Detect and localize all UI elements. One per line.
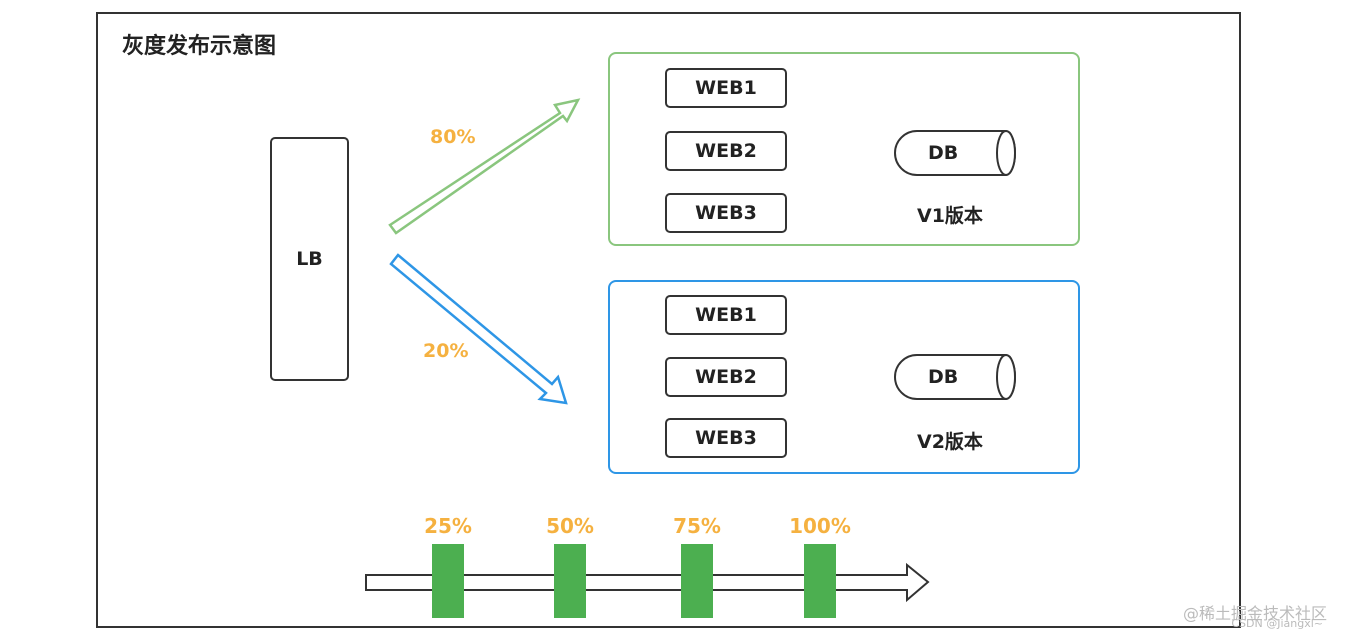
stage-label-50: 50% <box>546 514 594 538</box>
route-label-v1: 80% <box>430 126 476 148</box>
version-group-v2 <box>608 280 1080 474</box>
web-server-v2-3: WEB3 <box>665 418 787 458</box>
web-server-v1-2: WEB2 <box>665 131 787 171</box>
db-label-v2: DB <box>928 366 959 388</box>
db-label-v1: DB <box>928 142 959 164</box>
route-arrow-v1 <box>388 98 581 235</box>
version-label-v1: V1版本 <box>917 205 983 227</box>
diagram-title: 灰度发布示意图 <box>122 34 277 59</box>
db-cylinder-v1 <box>894 130 1016 176</box>
web-server-v1-3: WEB3 <box>665 193 787 233</box>
stage-marker-25 <box>432 544 464 618</box>
stage-marker-75 <box>681 544 713 618</box>
route-arrow-v2 <box>389 253 568 405</box>
web-server-v1-1: WEB1 <box>665 68 787 108</box>
diagram-frame <box>96 12 1241 628</box>
route-label-v2: 20% <box>423 340 469 362</box>
stage-label-100: 100% <box>789 514 851 538</box>
stage-label-75: 75% <box>673 514 721 538</box>
stage-marker-100 <box>804 544 836 618</box>
version-group-v1 <box>608 52 1080 246</box>
stage-label-25: 25% <box>424 514 472 538</box>
watermark-csdn: CSDN @Jiangxl~ <box>1231 617 1323 630</box>
watermark-juejin: @稀土掘金技术社区 <box>1182 604 1327 623</box>
load-balancer-box: LB <box>270 137 349 381</box>
db-cylinder-v2 <box>894 354 1016 400</box>
version-label-v2: V2版本 <box>917 431 983 453</box>
web-server-v2-1: WEB1 <box>665 295 787 335</box>
web-server-v2-2: WEB2 <box>665 357 787 397</box>
stage-marker-50 <box>554 544 586 618</box>
